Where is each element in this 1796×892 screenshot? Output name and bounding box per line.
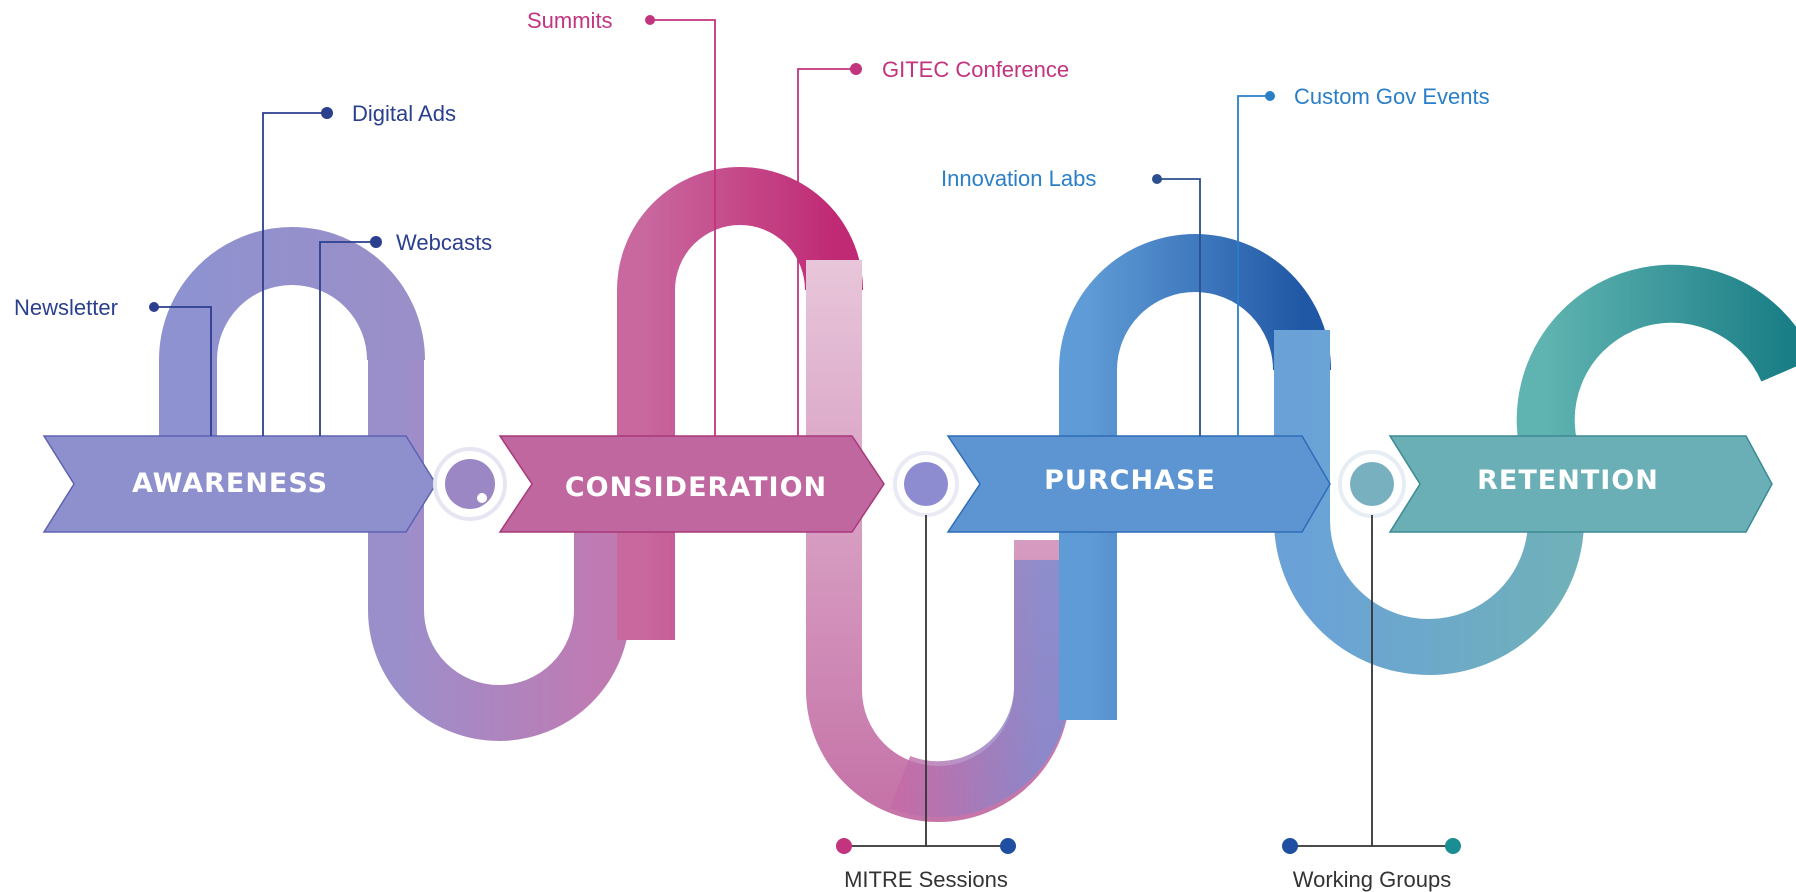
- callout-line-custom-gov: [1237, 95, 1270, 436]
- stage-label-awareness: AWARENESS: [132, 468, 328, 499]
- callout-line-working-groups: [1290, 515, 1453, 847]
- connector-circle-2: [893, 451, 959, 517]
- ribbon: [159, 167, 1796, 822]
- callout-line-gitec: [797, 68, 856, 436]
- label-mitre-sessions: MITRE Sessions: [844, 867, 1008, 892]
- callout-line-digital-ads: [262, 112, 327, 436]
- ribbon-awareness-u: [368, 360, 630, 741]
- ribbon-purchase-arch: [1059, 234, 1331, 720]
- callout-line-webcasts: [319, 241, 376, 436]
- connector-circle-1: [433, 447, 507, 521]
- stage-arrow-awareness: AWARENESS: [42, 435, 437, 533]
- stage-arrow-retention: RETENTION: [1388, 435, 1773, 533]
- dot-working-groups-right: [1445, 838, 1461, 854]
- dot-working-groups-left: [1282, 838, 1298, 854]
- label-newsletter: Newsletter: [14, 295, 118, 320]
- stage-label-retention: RETENTION: [1477, 465, 1659, 496]
- dot-newsletter: [149, 302, 159, 312]
- stage-label-purchase: PURCHASE: [1044, 465, 1216, 496]
- label-webcasts: Webcasts: [396, 230, 492, 255]
- label-digital-ads: Digital Ads: [352, 101, 456, 126]
- dot-webcasts: [370, 236, 382, 248]
- label-custom-gov-events: Custom Gov Events: [1294, 84, 1490, 109]
- label-summits: Summits: [527, 8, 613, 33]
- dot-mitre-right: [1000, 838, 1016, 854]
- label-working-groups: Working Groups: [1293, 867, 1452, 892]
- dot-gitec: [850, 63, 862, 75]
- dot-digital-ads: [321, 107, 333, 119]
- dot-summits: [645, 15, 655, 25]
- callout-line-mitre: [844, 515, 1008, 847]
- callout-line-innovation-labs: [1157, 178, 1201, 436]
- stage-arrow-consideration: CONSIDERATION: [498, 435, 885, 533]
- label-gitec: GITEC Conference: [882, 57, 1069, 82]
- callout-dots: [149, 15, 1461, 854]
- callout-line-newsletter: [154, 306, 212, 436]
- label-innovation-labs: Innovation Labs: [941, 166, 1096, 191]
- dot-mitre-left: [836, 838, 852, 854]
- ribbon-consideration-arch: [617, 167, 863, 640]
- callout-lines: [154, 19, 1453, 847]
- stage-arrow-purchase: PURCHASE: [946, 435, 1331, 533]
- callout-line-summits: [650, 19, 716, 436]
- ribbon-consideration-u-tint: [889, 560, 1070, 818]
- stage-label-consideration: CONSIDERATION: [565, 472, 827, 503]
- ribbon-purchase-bowl: [1274, 330, 1584, 675]
- ribbon-retention-tail: [1516, 264, 1796, 530]
- ribbon-awareness-arch: [159, 227, 425, 470]
- dot-custom-gov: [1265, 91, 1275, 101]
- dot-innovation-labs: [1152, 174, 1162, 184]
- connector-circle-3: [1338, 450, 1406, 518]
